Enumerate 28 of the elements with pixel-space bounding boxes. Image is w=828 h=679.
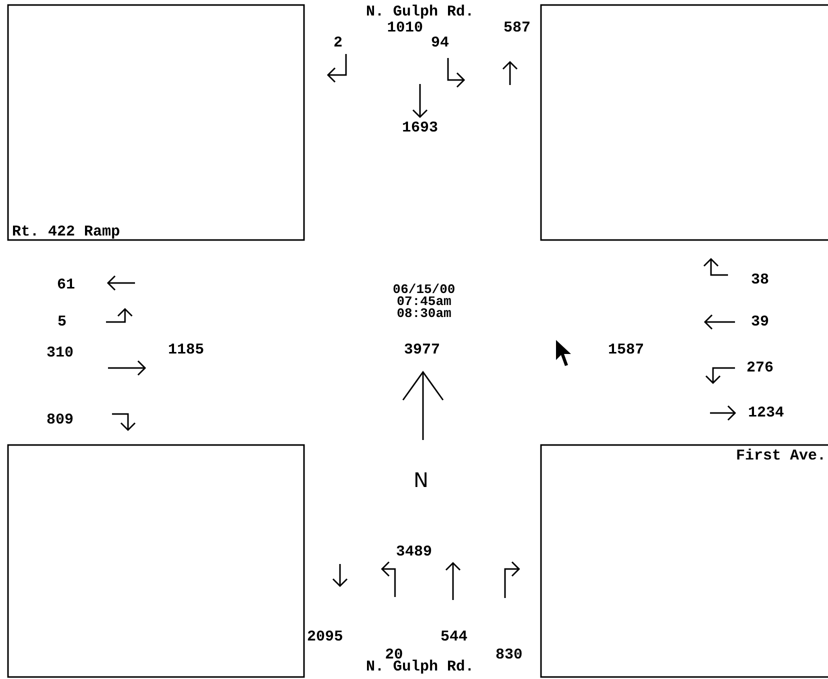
traffic-count: 1185 (168, 342, 204, 358)
traffic-count: 276 (746, 360, 774, 376)
traffic-count: 544 (440, 630, 468, 644)
north-label: N (414, 470, 428, 490)
street-name: N. Gulph Rd. (366, 660, 474, 674)
traffic-count: 61 (57, 278, 75, 292)
traffic-count: 1010 (387, 20, 423, 36)
traffic-count: 1587 (608, 342, 644, 358)
traffic-count: 2095 (307, 630, 343, 644)
traffic-count: 3489 (396, 544, 432, 560)
traffic-count: 2 (334, 36, 342, 50)
traffic-count: 38 (751, 272, 769, 288)
count-time-label: 08:30am (396, 308, 452, 320)
traffic-count: 5 (58, 314, 66, 330)
traffic-count: 3977 (404, 342, 440, 358)
traffic-count: 39 (751, 314, 769, 330)
traffic-count: 310 (46, 346, 74, 360)
count-time-label: 06/15/00 (392, 284, 456, 296)
traffic-count: 587 (504, 20, 530, 36)
count-time-label: 07:45am (396, 296, 452, 308)
street-name: Rt. 422 Ramp (12, 224, 120, 240)
traffic-count: 830 (496, 648, 522, 662)
traffic-count: 94 (431, 36, 449, 50)
traffic-count: 1234 (748, 406, 784, 420)
traffic-count: 809 (46, 412, 74, 428)
street-name: First Ave. (736, 448, 826, 464)
traffic-count: 1693 (402, 120, 438, 136)
street-name: N. Gulph Rd. (366, 4, 474, 20)
